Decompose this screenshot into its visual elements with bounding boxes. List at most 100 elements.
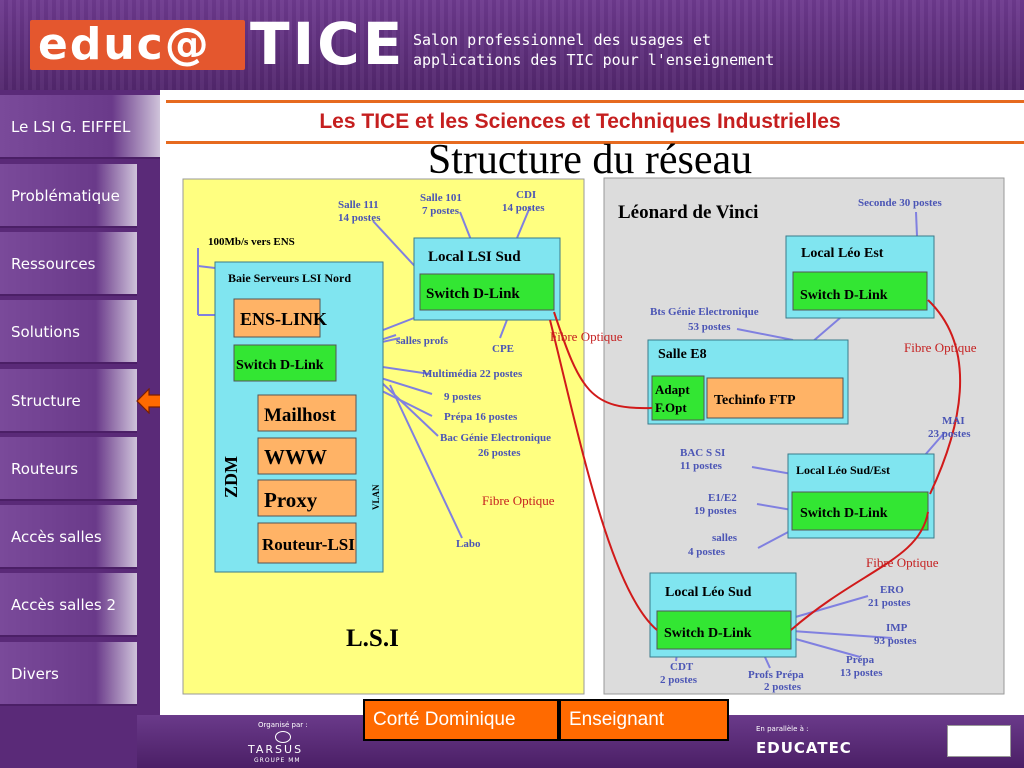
sidebar-item-acces-salles-2[interactable]: Accès salles 2	[0, 573, 137, 637]
e1e2-line2: 19 postes	[694, 505, 737, 517]
fibre-label-4: Fibre Optique	[482, 493, 555, 508]
sud-est-title: Local Léo Sud/Est	[796, 463, 890, 477]
lsi-zone-label: L.S.I	[346, 625, 399, 652]
baie-title: Baie Serveurs LSI Nord	[228, 271, 351, 285]
tarsus-name: TARSUS	[248, 743, 304, 756]
salle111-line1: Salle 111	[338, 199, 379, 211]
zdm-label: ZDM	[221, 456, 241, 498]
bac-ge-line2: 26 postes	[478, 447, 521, 459]
labo-label: Labo	[456, 538, 481, 550]
techinfo-label: Techinfo FTP	[714, 393, 796, 408]
tagline-line-1: Salon professionnel des usages et	[413, 31, 712, 49]
switch-est-label: Switch D-Link	[800, 288, 888, 303]
profs-prepa-line2: 2 postes	[764, 681, 802, 693]
bts-line2: 53 postes	[688, 321, 731, 333]
top-rule	[166, 100, 1024, 103]
fibre-label-2: Fibre Optique	[904, 340, 977, 355]
switch-nord-box	[233, 344, 337, 382]
slide-title: Structure du réseau	[427, 137, 753, 183]
server-box-mailhost	[257, 394, 357, 432]
local-lsi-sud-title: Local LSI Sud	[428, 249, 521, 265]
leo-est-title: Local Léo Est	[801, 246, 884, 261]
salle-e8-title: Salle E8	[658, 347, 707, 362]
sidebar-item-ressources[interactable]: Ressources	[0, 232, 137, 296]
switch-sud-box	[419, 273, 555, 311]
tagline-line-2: applications des TIC pour l'enseignement	[413, 51, 775, 69]
cpe-label: CPE	[492, 343, 514, 355]
sidebar-item-structure[interactable]: Structure	[0, 369, 137, 433]
profs-prepa-line1: Profs Prépa	[748, 669, 804, 681]
uplink-label: 100Mb/s vers ENS	[208, 236, 295, 248]
sidebar-item-solutions[interactable]: Solutions	[0, 300, 137, 364]
educatec-label: EDUCATEC	[756, 739, 852, 757]
fibre-label-3: Fibre Optique	[866, 555, 939, 570]
imp-line1: IMP	[886, 622, 908, 634]
author-box: Corté Dominique	[363, 699, 559, 741]
server-box-www	[257, 437, 357, 475]
leo-sud-title: Local Léo Sud	[665, 585, 752, 600]
salle101-line1: Salle 101	[420, 192, 462, 204]
bac-ssi-line1: BAC S SI	[680, 447, 725, 459]
ens-link-label: ENS-LINK	[240, 309, 327, 329]
organised-by-label: Organisé par :	[258, 721, 308, 729]
switch-sud-est-box	[791, 491, 929, 531]
fibre-links	[549, 299, 962, 631]
tice-logo: TICE	[250, 10, 406, 78]
salle101-line2: 7 postes	[422, 205, 460, 217]
prepa-line2: 13 postes	[840, 667, 883, 679]
prepa-line1: Prépa	[846, 654, 875, 666]
server-box-routeur	[257, 522, 357, 564]
header-banner: educ@ TICE Salon professionnel des usage…	[0, 0, 1024, 90]
switch-sud-label: Switch D-Link	[426, 286, 520, 302]
tarsus-logo-icon	[275, 731, 291, 743]
ero-line2: 21 postes	[868, 597, 911, 609]
mai-line2: 23 postes	[928, 428, 971, 440]
bac-ge-line1: Bac Génie Electronique	[440, 432, 551, 444]
fibre-label-1: Fibre Optique	[550, 329, 623, 344]
switch-leo-sud-box	[656, 610, 792, 650]
role-box: Enseignant	[559, 699, 729, 741]
server-routeur-lsi: Routeur-LSI	[262, 535, 355, 554]
salle111-line2: 14 postes	[338, 212, 381, 224]
cdi-line1: CDI	[516, 189, 536, 201]
server-box-proxy	[257, 479, 357, 517]
sidebar-item-divers[interactable]: Divers	[0, 642, 137, 706]
sidebar-item-lsi[interactable]: Le LSI G. EIFFEL	[0, 95, 160, 159]
switch-sud-est-label: Switch D-Link	[800, 506, 888, 521]
cdt-line1: CDT	[670, 661, 694, 673]
bac-ssi-line2: 11 postes	[680, 460, 723, 472]
server-mailhost: Mailhost	[264, 405, 336, 426]
sidebar-item-problematique[interactable]: Problématique	[0, 164, 137, 228]
salles-line2: 4 postes	[688, 546, 726, 558]
switch-nord-label: Switch D-Link	[236, 358, 324, 373]
footer: Organisé par : TARSUS GROUPE MM Corté Do…	[0, 699, 1024, 768]
sidebar-item-routeurs[interactable]: Routeurs	[0, 437, 137, 501]
tarsus-subtitle: GROUPE MM	[254, 757, 301, 764]
prepa16-label: Prépa 16 postes	[444, 411, 518, 423]
educ-logo: educ@	[30, 20, 245, 70]
neuf-postes-label: 9 postes	[444, 391, 482, 403]
ero-line1: ERO	[880, 584, 904, 596]
switch-leo-sud-label: Switch D-Link	[664, 626, 752, 641]
mai-line1: MAI	[942, 415, 965, 427]
cdi-line2: 14 postes	[502, 202, 545, 214]
leonard-zone-label: Léonard de Vinci	[618, 202, 758, 223]
educatec-logo-icon	[947, 725, 1011, 757]
network-diagram: 100Mb/s vers ENS Baie Serveurs LSI Nord …	[182, 177, 1005, 695]
slide-subtitle: Les TICE et les Sciences et Techniques I…	[319, 110, 841, 133]
cdt-line2: 2 postes	[660, 674, 698, 686]
switch-est-box	[792, 271, 928, 311]
seconde-label: Seconde 30 postes	[858, 197, 942, 209]
in-parallel-label: En parallèle à :	[756, 725, 809, 733]
ens-link-box	[233, 298, 321, 338]
e1e2-line1: E1/E2	[708, 492, 737, 504]
imp-line2: 93 postes	[874, 635, 917, 647]
techinfo-ftp-box	[706, 377, 844, 419]
adapt-fopt-box	[651, 375, 705, 421]
salles-profs-label: salles profs	[396, 335, 449, 347]
vlan-label: VLAN	[371, 484, 381, 510]
sidebar-nav: Le LSI G. EIFFEL Problématique Ressource…	[0, 90, 160, 706]
slide-content: Les TICE et les Sciences et Techniques I…	[160, 90, 1024, 715]
server-proxy: Proxy	[264, 488, 318, 512]
sidebar-item-acces-salles[interactable]: Accès salles	[0, 505, 137, 569]
